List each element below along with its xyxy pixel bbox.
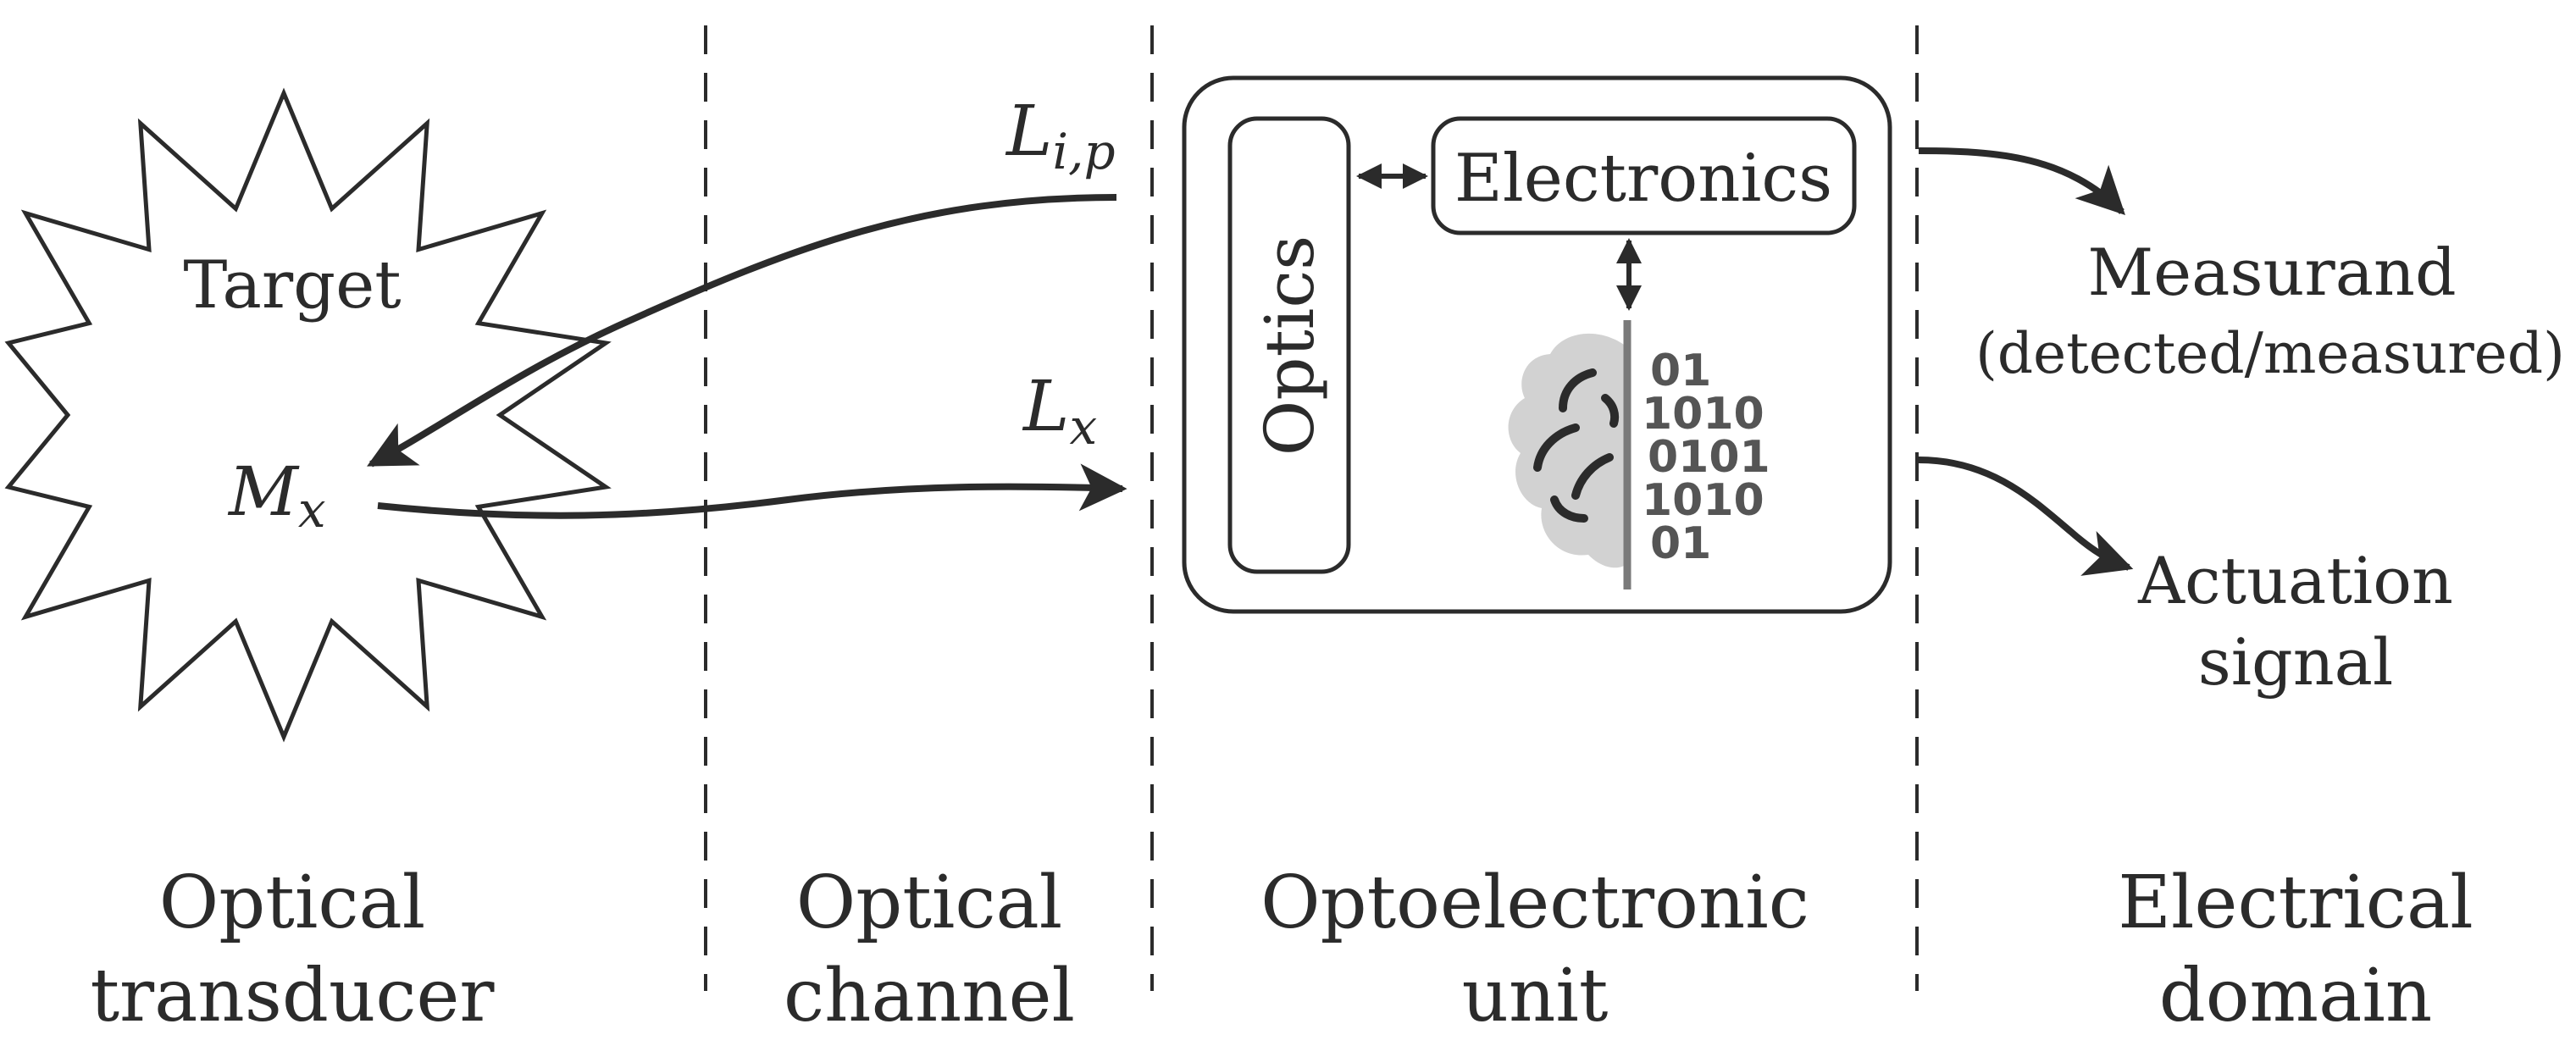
- incident-light-arrow: [367, 194, 1117, 468]
- binary-line: 01: [1650, 518, 1711, 569]
- target-label: Target: [183, 247, 401, 324]
- svg-text:unit: unit: [1462, 954, 1609, 1038]
- actuation-label-line1: Actuation: [2137, 543, 2453, 618]
- svg-text:Optical: Optical: [796, 861, 1063, 945]
- electronics-box: [1431, 116, 1857, 235]
- measurand-note: (detected/measured): [1975, 321, 2565, 386]
- binary-line: 0101: [1648, 432, 1770, 483]
- svg-text:Optoelectronic: Optoelectronic: [1260, 861, 1809, 945]
- measurand-label: Measurand: [2087, 235, 2456, 310]
- actuation-arrow: [1918, 457, 2134, 576]
- measurand-arrow: [1918, 147, 2125, 215]
- lip-symbol: Li,p: [1005, 91, 1116, 180]
- domain-caption-optoelectronic-unit: Optoelectronic unit: [1260, 861, 1809, 1038]
- svg-text:domain: domain: [2159, 954, 2433, 1038]
- domain-caption-optical-channel: Optical channel: [784, 861, 1075, 1038]
- svg-text:channel: channel: [784, 954, 1075, 1038]
- brain-half-icon: [1508, 333, 1627, 568]
- svg-text:transducer: transducer: [90, 954, 495, 1038]
- domain-caption-optical-transducer: Optical transducer: [90, 861, 495, 1038]
- optics-box: [1227, 116, 1351, 574]
- lx-symbol: Lx: [1022, 367, 1097, 456]
- target-starburst-shape: [4, 87, 612, 743]
- reflected-light-arrow: [377, 463, 1127, 519]
- optoelectronic-unit-box: [1182, 75, 1892, 614]
- electronics-label: Electronics: [1454, 141, 1832, 217]
- optics-label: Optics: [1250, 235, 1329, 456]
- domain-caption-electrical-domain: Electrical domain: [2118, 861, 2473, 1038]
- binary-line: 01: [1650, 346, 1711, 396]
- binary-line: 1010: [1642, 475, 1764, 526]
- svg-text:Electrical: Electrical: [2118, 861, 2473, 945]
- binary-line: 1010: [1642, 389, 1764, 440]
- mx-symbol: Mx: [227, 452, 326, 539]
- svg-text:Optical: Optical: [159, 861, 426, 945]
- actuation-label-line2: signal: [2198, 624, 2394, 700]
